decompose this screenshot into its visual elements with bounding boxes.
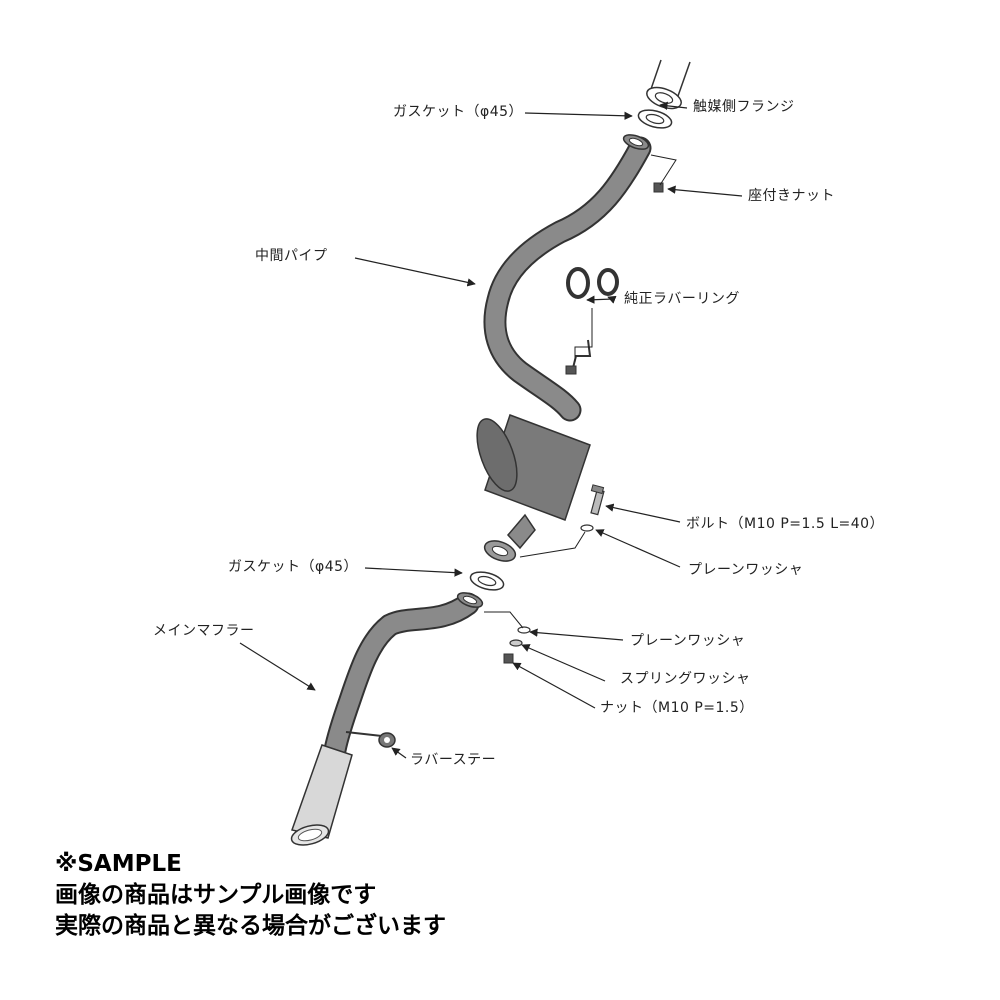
label-gasket-top: ガスケット（φ45） [393, 104, 524, 120]
label-plain-washer-1: プレーンワッシャ [688, 562, 804, 578]
notice-sample: ※SAMPLE [55, 851, 182, 877]
label-plain-washer-2: プレーンワッシャ [630, 633, 746, 649]
rubber-stay [345, 731, 396, 748]
label-cat-flange: 触媒側フランジ [693, 99, 795, 115]
gasket-top [637, 109, 673, 129]
label-main-muffler: メインマフラー [153, 623, 255, 639]
washer-stack [503, 626, 531, 664]
center-pipe [483, 134, 652, 422]
label-center-pipe: 中間パイプ [255, 248, 328, 264]
notice-line-2: 画像の商品はサンプル画像です [55, 882, 377, 908]
gasket-bottom [469, 571, 505, 591]
label-seated-nut: 座付きナット [748, 188, 835, 204]
main-muffler-pipe [290, 592, 484, 846]
bolt [580, 484, 605, 532]
label-nut: ナット（M10 P=1.5） [600, 700, 754, 716]
label-rubber-stay: ラバーステー [410, 752, 497, 768]
label-rubber-ring: 純正ラバーリング [624, 291, 740, 307]
catalyst-pipe [646, 59, 691, 110]
label-gasket-bottom: ガスケット（φ45） [228, 559, 359, 575]
rubber-rings [566, 267, 619, 299]
center-muffler [476, 414, 591, 562]
seated-nut [653, 182, 664, 193]
label-bolt: ボルト（M10 P=1.5 L=40） [686, 516, 885, 532]
leader-lines [239, 101, 743, 759]
assembly-lines [484, 154, 677, 629]
label-spring-washer: スプリングワッシャ [620, 671, 751, 687]
notice-line-3: 実際の商品と異なる場合がございます [55, 913, 446, 939]
